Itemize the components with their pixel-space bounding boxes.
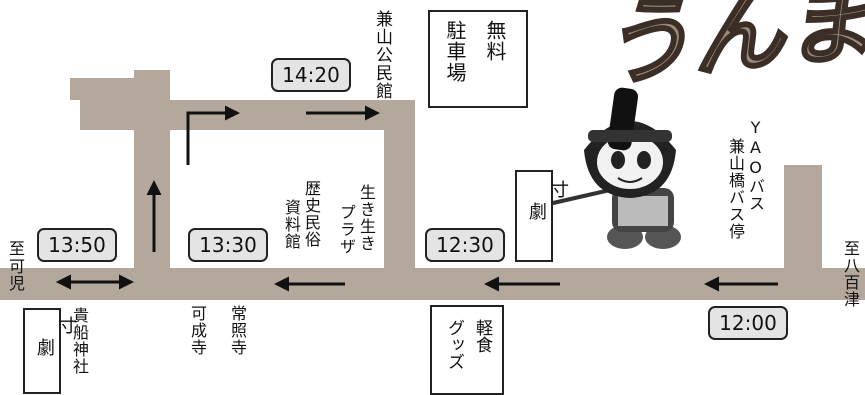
arrow-turn-right (186, 105, 240, 165)
skit-char-2: 劇 (526, 202, 547, 220)
to-kani-label-1: 至 (6, 240, 25, 257)
samurai-mascot-icon (539, 87, 681, 249)
roads (0, 70, 865, 300)
time-stop-1200: 12:00 (708, 306, 788, 340)
route-arrows (56, 105, 778, 292)
northwest-stub-road (70, 78, 140, 100)
goods-label: グッズ (444, 319, 464, 370)
time-stop-1230: 12:30 (425, 228, 505, 262)
plaza-label-col1: 生き生き (357, 184, 376, 252)
time-stop-1350: 13:50 (37, 228, 117, 262)
north-horizontal-road (80, 100, 415, 130)
skit-char-1b: 寸 (56, 316, 77, 334)
hall-vertical-road (384, 100, 415, 300)
snacks-label: 軽食 (472, 319, 492, 353)
kaneyama-hall-label: 兼山公民館 (372, 10, 392, 100)
museum-label-col1: 歴史民俗 (302, 180, 321, 248)
parking-label: 駐車場 (443, 20, 467, 83)
skit-box-left: 寸 劇 (23, 308, 77, 394)
yao-bus-label: YAOバス (746, 118, 765, 212)
skit-char-2b: 劇 (34, 338, 55, 356)
title-art: うんま (593, 0, 865, 102)
museum-label-col2: 資料館 (282, 199, 301, 250)
time-stop-1330: 13:30 (188, 228, 268, 262)
kajoji-label: 可成寺 (188, 305, 207, 356)
kaneyama-bridge-bus-stop-label: 兼山橋バス停 (726, 138, 745, 240)
east-vertical-road (784, 165, 822, 300)
time-stop-1420: 14:20 (271, 58, 351, 92)
svg-text:うんま: うんま (595, 0, 865, 100)
free-label: 無料 (483, 20, 507, 62)
joshoji-label: 常照寺 (228, 305, 247, 356)
snacks-goods-box: 軽食 グッズ (430, 305, 504, 395)
skit-label-center: 寸 劇 (525, 180, 569, 220)
skit-box-center: 寸 劇 (515, 170, 569, 262)
skit-label-left: 寸 劇 (33, 316, 77, 356)
kifune-shrine-label: 貴船神社 (70, 307, 89, 375)
to-kani-label-2: 可児 (6, 258, 25, 292)
free-parking-box: 駐車場 無料 (428, 10, 528, 108)
to-yaotsu-label: 至八百津 (841, 240, 860, 308)
plaza-label-col2: プラザ (337, 204, 356, 255)
skit-char-1: 寸 (548, 180, 569, 198)
